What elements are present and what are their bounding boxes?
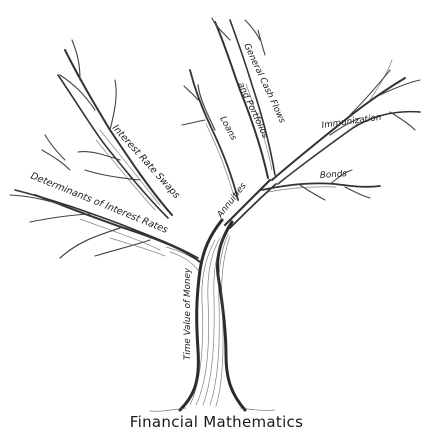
label-interest-rate-swaps: Interest Rate Swaps: [110, 123, 182, 201]
branch-general-cash-flows: [211, 17, 276, 179]
label-time-value-of-money: Time Value of Money: [183, 267, 193, 360]
label-bonds: Bonds: [320, 169, 348, 181]
label-loans: Loans: [217, 115, 238, 143]
branch-loans: [181, 69, 239, 201]
trunk: [149, 218, 276, 412]
diagram-title: Financial Mathematics: [129, 413, 304, 431]
branch-interest-rate-swaps: [41, 39, 173, 219]
branch-immunization: [271, 59, 421, 185]
branch-bonds: [261, 169, 381, 201]
branch-determinants: [9, 189, 201, 263]
